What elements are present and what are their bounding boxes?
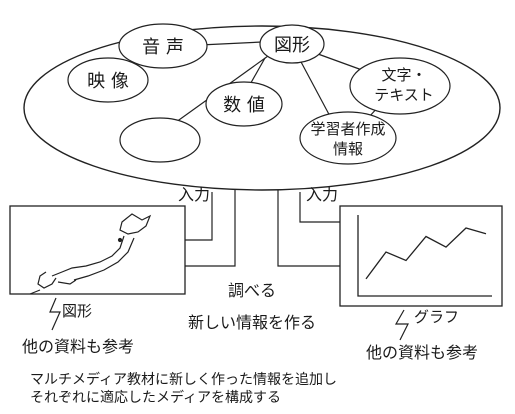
input-left-label: 入力	[178, 185, 210, 204]
caption-line-1: マルチメディア教材に新しく作った情報を追加し	[30, 371, 337, 388]
caption-line-2: それぞれに適応したメディアを構成する	[30, 389, 281, 406]
node-video-label: 映 像	[87, 71, 129, 92]
link-figure-learner	[299, 59, 333, 121]
node-numeric-label: 数 値	[223, 95, 265, 116]
graph-line	[365, 227, 487, 280]
node-figure-label: 図形	[274, 35, 310, 56]
node-text-label-1: 文字・	[381, 66, 426, 84]
graph-chart	[357, 215, 492, 297]
left-lightning-icon	[49, 297, 61, 331]
right-lightning-icon	[394, 309, 409, 341]
right-graph-label: グラフ	[414, 308, 459, 326]
left-input-connector	[185, 192, 213, 241]
lookup-connector-right	[277, 190, 340, 267]
node-learner	[299, 111, 397, 165]
link-audio-figure	[199, 41, 263, 46]
lookup-connector-left	[185, 190, 236, 267]
node-audio-label: 音 声	[142, 37, 184, 58]
right-input-connector	[299, 192, 340, 223]
node-numeric	[205, 81, 283, 127]
japan-map-icon	[29, 213, 152, 295]
right-reference-label: 他の資料も参考	[366, 343, 478, 362]
node-figure	[259, 24, 325, 64]
node-learner-label-1: 学習者作成	[310, 120, 385, 138]
node-empty	[119, 117, 201, 163]
graph-box	[339, 205, 503, 307]
left-figure-label: 図形	[62, 302, 92, 320]
node-text-label-2: テキスト	[374, 86, 434, 104]
map-box	[9, 205, 186, 295]
graph-axes	[357, 215, 492, 297]
node-text	[349, 57, 451, 115]
link-figure-text	[317, 53, 363, 71]
node-learner-label-2: 情報	[333, 140, 363, 158]
multimedia-ellipse	[23, 25, 501, 191]
left-reference-label: 他の資料も参考	[22, 337, 134, 356]
node-video	[67, 57, 149, 103]
input-right-label: 入力	[306, 185, 338, 204]
create-new-label: 新しい情報を作る	[188, 313, 316, 332]
connector-lines	[185, 190, 340, 267]
node-audio	[118, 23, 208, 69]
lookup-label: 調べる	[228, 281, 276, 300]
